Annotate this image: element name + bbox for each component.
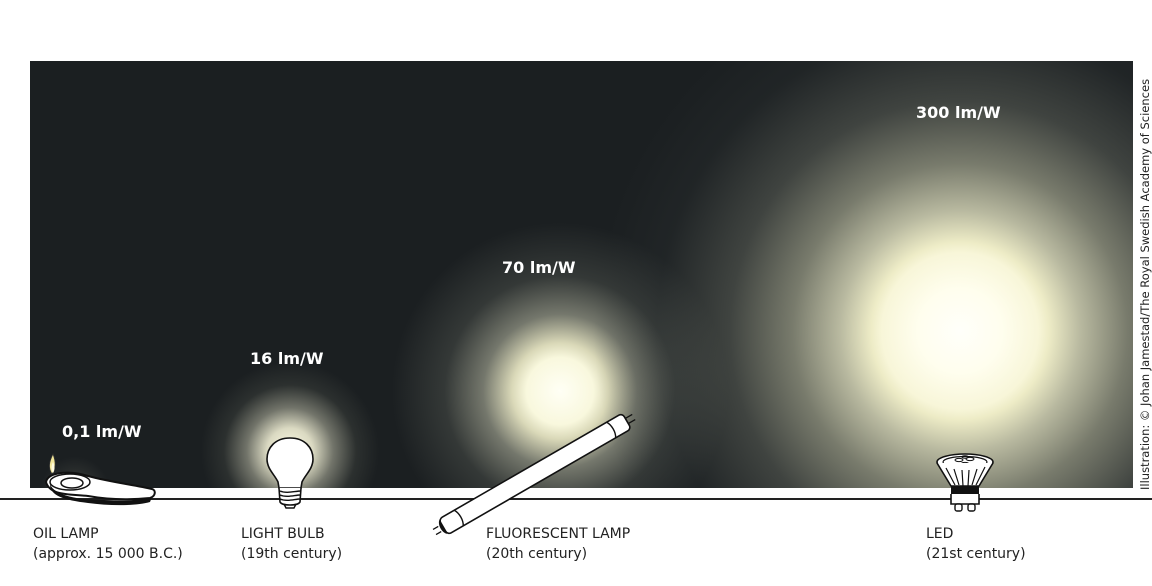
illustration-credit: Illustration: © Johan Jamestad/The Royal… [1138, 78, 1152, 490]
fluorescent-lamp-name: FLUORESCENT LAMP [486, 526, 631, 542]
led-era: (21st century) [926, 546, 1026, 562]
light-bulb-name: LIGHT BULB [241, 526, 325, 542]
led-glow [590, 61, 1133, 488]
oil-lamp-label: OIL LAMP (approx. 15 000 B.C.) [33, 524, 183, 564]
led-label: LED (21st century) [926, 524, 1026, 564]
led-name: LED [926, 526, 954, 542]
light-bulb-efficacy: 16 lm/W [250, 349, 324, 368]
oil-lamp-efficacy: 0,1 lm/W [62, 422, 142, 441]
led-spotlight-icon [936, 453, 994, 512]
fluorescent-tube-icon [432, 413, 636, 536]
ground-line [0, 498, 1152, 500]
oil-lamp-icon [44, 453, 156, 506]
light-bulb-label: LIGHT BULB (19th century) [241, 524, 342, 564]
fluorescent-lamp-label: FLUORESCENT LAMP (20th century) [486, 524, 630, 564]
oil-lamp-era: (approx. 15 000 B.C.) [33, 546, 183, 562]
fluorescent-lamp-era: (20th century) [486, 546, 588, 562]
led-efficacy: 300 lm/W [916, 103, 1001, 122]
oil-lamp-name: OIL LAMP [33, 526, 99, 542]
light-bulb-icon [266, 437, 314, 509]
light-bulb-era: (19th century) [241, 546, 343, 562]
fluorescent-lamp-efficacy: 70 lm/W [502, 258, 576, 277]
